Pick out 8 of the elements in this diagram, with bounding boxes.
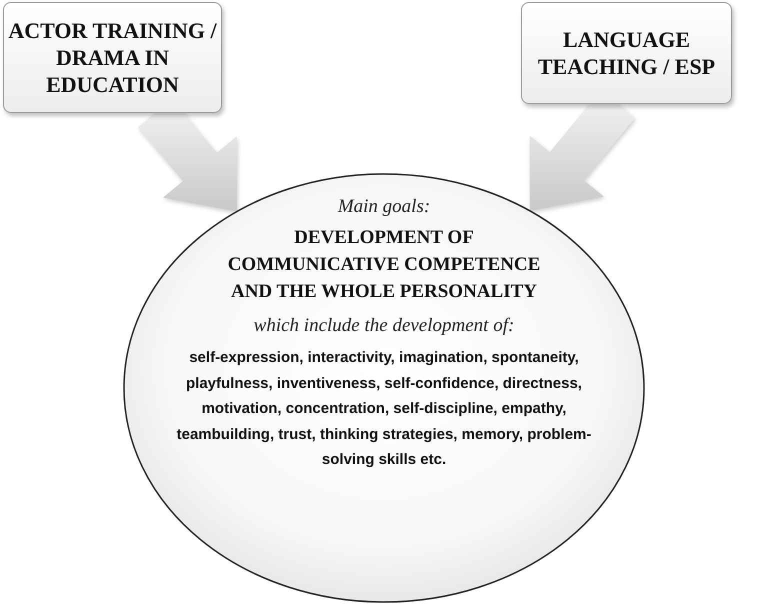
intro-text: which include the development of: xyxy=(254,315,514,337)
topic-box xyxy=(521,2,732,104)
skills-list: self-expression, interactivity, imagination, spontaneity, playfulness, inventiveness, self-confidence, directness, motivation, concentration, self-discipline, empathy, teambuilding, trust, thinking strategies, memory, problem-solving skills etc. xyxy=(174,345,594,472)
box-title: ACTOR TRAINING / DRAMA IN EDUCATION xyxy=(7,17,218,98)
box-title: LANGUAGE TEACHING / ESP xyxy=(536,26,716,80)
goal-label: Main goals: xyxy=(338,196,430,218)
goal-heading: DEVELOPMENT OF COMMUNICATIVE COMPETENCE AND THE WHOLE PERSONALITY xyxy=(226,226,542,304)
topic-box xyxy=(3,2,222,113)
